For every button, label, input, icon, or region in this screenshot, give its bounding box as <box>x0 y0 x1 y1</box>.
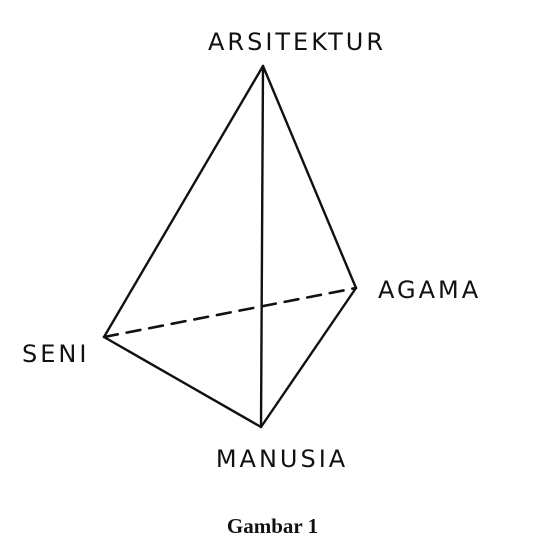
edge-agama-manusia <box>259 286 358 429</box>
figure-caption: Gambar 1 <box>226 514 319 538</box>
edge-arsitektur-manusia <box>259 64 265 429</box>
edge-arsitektur-agama <box>261 64 358 290</box>
label-manusia: MANUSIA <box>216 445 348 473</box>
edge-seni-manusia <box>102 335 263 429</box>
edge-seni-agama-dashed <box>102 286 358 339</box>
label-arsitektur: ARSITEKTUR <box>208 28 386 56</box>
edge-arsitektur-seni <box>102 64 265 339</box>
label-agama: AGAMA <box>378 276 481 304</box>
label-seni: SENI <box>22 340 89 368</box>
